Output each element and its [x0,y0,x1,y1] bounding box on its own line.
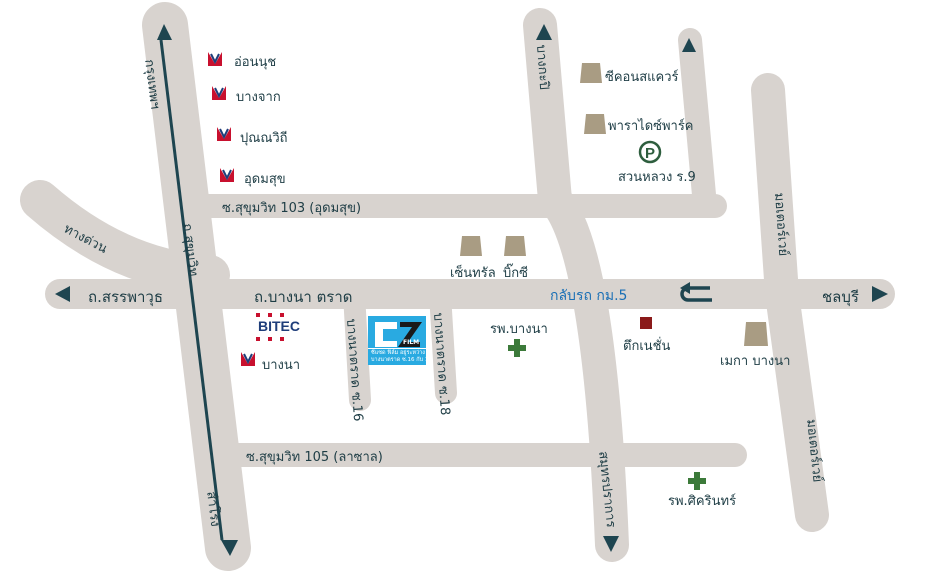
bts-icon [217,127,231,141]
shop-label: บิ๊กซี [503,266,528,281]
shopping-bag-icon [584,114,606,134]
soi16-road [343,283,371,411]
arrow-right-icon [872,286,888,302]
arrow-left-icon [55,286,70,302]
bts-line [159,39,224,541]
shopping-bag-icon [504,236,526,256]
bts-station-label: อุดมสุข [244,172,286,187]
cz-film-logo [368,316,426,365]
arrow-up-icon [536,24,552,40]
chonburi-label: ชลบุรี [822,288,859,306]
samutprakan-road [523,8,629,562]
shop-label: พาราไดซ์พาร์ค [608,119,694,134]
bangna-trad-label: ถ.บางนา ตราด [254,288,353,306]
arrow-down-icon [221,540,238,556]
bts-icon [212,86,226,100]
motorway-label: มอเตอร์เวย์ [771,192,791,257]
soi103-label: ซ.สุขุมวิท 103 (อุดมสุข) [222,201,362,216]
motorway-road [751,73,829,532]
bts-station-label: บางจาก [236,90,281,105]
bts-station-label: อ่อนนุช [234,55,277,70]
hospital-label: รพ.บางนา [490,322,548,337]
shop-label: ซีคอนสแควร์ [605,70,679,85]
bitec-dots [256,313,284,341]
cz-desc-1: ซีแซด ฟิล์ม อยู่ระหว่าง [371,350,425,356]
park-label: สวนหลวง ร.9 [618,170,696,185]
sukhumvit-road [142,2,251,571]
bangkapi-label: บางกะปิ [533,44,552,91]
arrow-down-icon [603,536,619,552]
hospital-icon [688,472,706,490]
parking-icon [638,140,662,164]
landmark-icon [640,317,652,329]
sanphawut-label: ถ.สรรพาวุธ [88,288,164,306]
shopping-bag-icon [580,63,602,83]
bts-icon [241,352,255,366]
cz-desc-2: บางนาตราด ซ.16 กับ 18 [371,357,432,363]
bitec-logo: BITEC [258,318,300,334]
bts-icon [220,168,234,182]
hospital-label: รพ.ศิครินทร์ [668,494,737,509]
arrow-up-icon [682,38,696,52]
right-top-road [678,28,717,218]
arrow-up-icon [157,24,172,40]
hospital-icon [508,339,526,357]
bts-station-label: ปุณณวิถี [240,131,288,146]
landmark-label: ตึกเนชั่น [623,339,671,354]
shop-label: เซ็นทรัล [450,266,496,281]
bts-station-label: บางนา [262,358,301,373]
shopping-bag-icon [460,236,482,256]
soi18-road [429,283,457,404]
cz-film-sub: FILM [403,339,420,346]
bts-icon [208,52,222,66]
shopping-bag-icon [744,322,768,346]
samrong-label: สำโรง [203,490,223,528]
uturn-label: กลับรถ กม.5 [550,288,628,304]
shop-label: เมกา บางนา [720,354,791,369]
soi105-label: ซ.สุขุมวิท 105 (ลาซาล) [246,450,383,465]
svg-text:P: P [645,145,655,162]
